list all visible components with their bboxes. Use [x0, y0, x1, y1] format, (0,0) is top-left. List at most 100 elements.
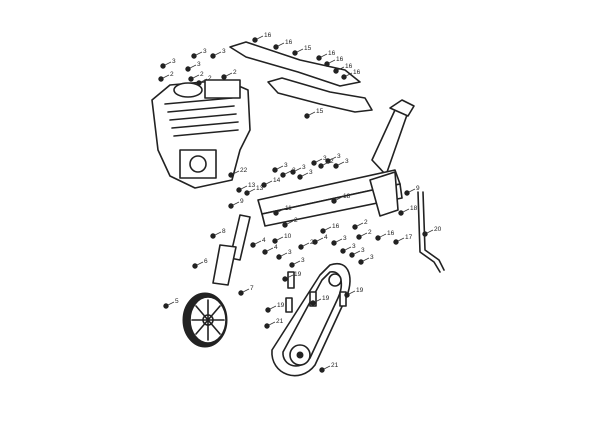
leader-line [268, 321, 276, 326]
fastener [252, 37, 258, 43]
fastener [264, 323, 270, 329]
callout-number: 3 [172, 58, 176, 65]
callout-number: 2 [364, 219, 368, 226]
leader-line [302, 242, 310, 247]
callout-number: 19 [322, 295, 330, 302]
chain-tine-assembly [271, 262, 351, 377]
leader-line [337, 161, 345, 166]
callout-number: 4 [274, 244, 278, 251]
callout-number: 9 [416, 185, 420, 192]
leader-line [266, 247, 274, 252]
fastener [210, 233, 216, 239]
callout-number: 9 [240, 198, 244, 205]
callout-number: 16 [353, 69, 361, 76]
leader-line [426, 229, 434, 234]
fastener [238, 290, 244, 296]
fastener [276, 254, 282, 260]
leader-line [277, 42, 285, 47]
callout-number: 11 [285, 205, 292, 212]
fastener [272, 167, 278, 173]
fastener [310, 300, 316, 306]
leader-line [379, 233, 387, 238]
mounting-plate-top [229, 41, 361, 87]
fastener [344, 292, 350, 298]
leader-line [276, 165, 284, 170]
callout-number: 3 [197, 61, 201, 68]
leader-line [314, 298, 322, 303]
callout-number: 2 [368, 229, 372, 236]
leader-line [286, 220, 294, 225]
callout-number: 16 [336, 56, 344, 63]
fastener [191, 53, 197, 59]
callout-number: 3 [284, 162, 288, 169]
leader-line [189, 64, 197, 69]
callout-number: 4 [262, 237, 266, 244]
leader-line [293, 260, 301, 265]
fastener [422, 231, 428, 237]
fastener [352, 224, 358, 230]
fastener [398, 210, 404, 216]
callout-number: 15 [316, 108, 324, 115]
fastener [393, 239, 399, 245]
leader-line [316, 237, 324, 242]
fastener [304, 113, 310, 119]
callout-number: 3 [352, 243, 356, 250]
callout-number: 16 [264, 32, 272, 39]
leader-line [277, 208, 285, 213]
leader-line [294, 167, 302, 172]
mounting-plate-bottom [267, 77, 373, 113]
fastener [261, 182, 267, 188]
leader-line [315, 158, 323, 163]
fastener [311, 160, 317, 166]
fastener [331, 198, 337, 204]
fastener [196, 80, 202, 86]
depth-rod [417, 191, 445, 273]
wheel-arm [212, 214, 251, 286]
fastener [333, 68, 339, 74]
callout-number: 2 [233, 69, 237, 76]
fastener [236, 187, 242, 193]
leader-line [348, 290, 356, 295]
leader-line [397, 237, 405, 242]
callout-number: 3 [337, 153, 341, 160]
fastener [297, 174, 303, 180]
leader-line [296, 48, 304, 53]
callout-number: 19 [277, 302, 285, 309]
leader-line [362, 257, 370, 262]
fastener [160, 63, 166, 69]
callout-number: 6 [204, 258, 208, 265]
fastener [312, 239, 318, 245]
callout-number: 13 [248, 182, 256, 189]
leader-line [240, 185, 248, 190]
fastener [375, 235, 381, 241]
fastener [289, 262, 295, 268]
fastener [324, 61, 330, 67]
callout-number: 3 [323, 155, 327, 162]
fastener [265, 307, 271, 313]
leader-line [353, 250, 361, 255]
leader-line [232, 170, 240, 175]
callout-number: 2 [294, 217, 298, 224]
leader-line [345, 72, 353, 77]
fastener [331, 240, 337, 246]
handle [371, 99, 415, 176]
leader-line [329, 156, 337, 161]
fastener [404, 190, 410, 196]
callout-number: 22 [240, 167, 248, 174]
leader-line [360, 232, 368, 237]
callout-number: 2 [170, 71, 174, 78]
leader-line [214, 231, 222, 236]
leader-line [192, 74, 200, 79]
fastener [244, 190, 250, 196]
fastener [228, 172, 234, 178]
fastener [340, 248, 346, 254]
callout-number: 19 [356, 287, 364, 294]
fastener [282, 276, 288, 282]
leader-line [164, 61, 172, 66]
leader-line [225, 72, 233, 77]
callout-number: 2 [330, 158, 334, 165]
leader-line [195, 51, 203, 56]
leader-line [284, 170, 292, 175]
callout-number: 3 [288, 249, 292, 256]
